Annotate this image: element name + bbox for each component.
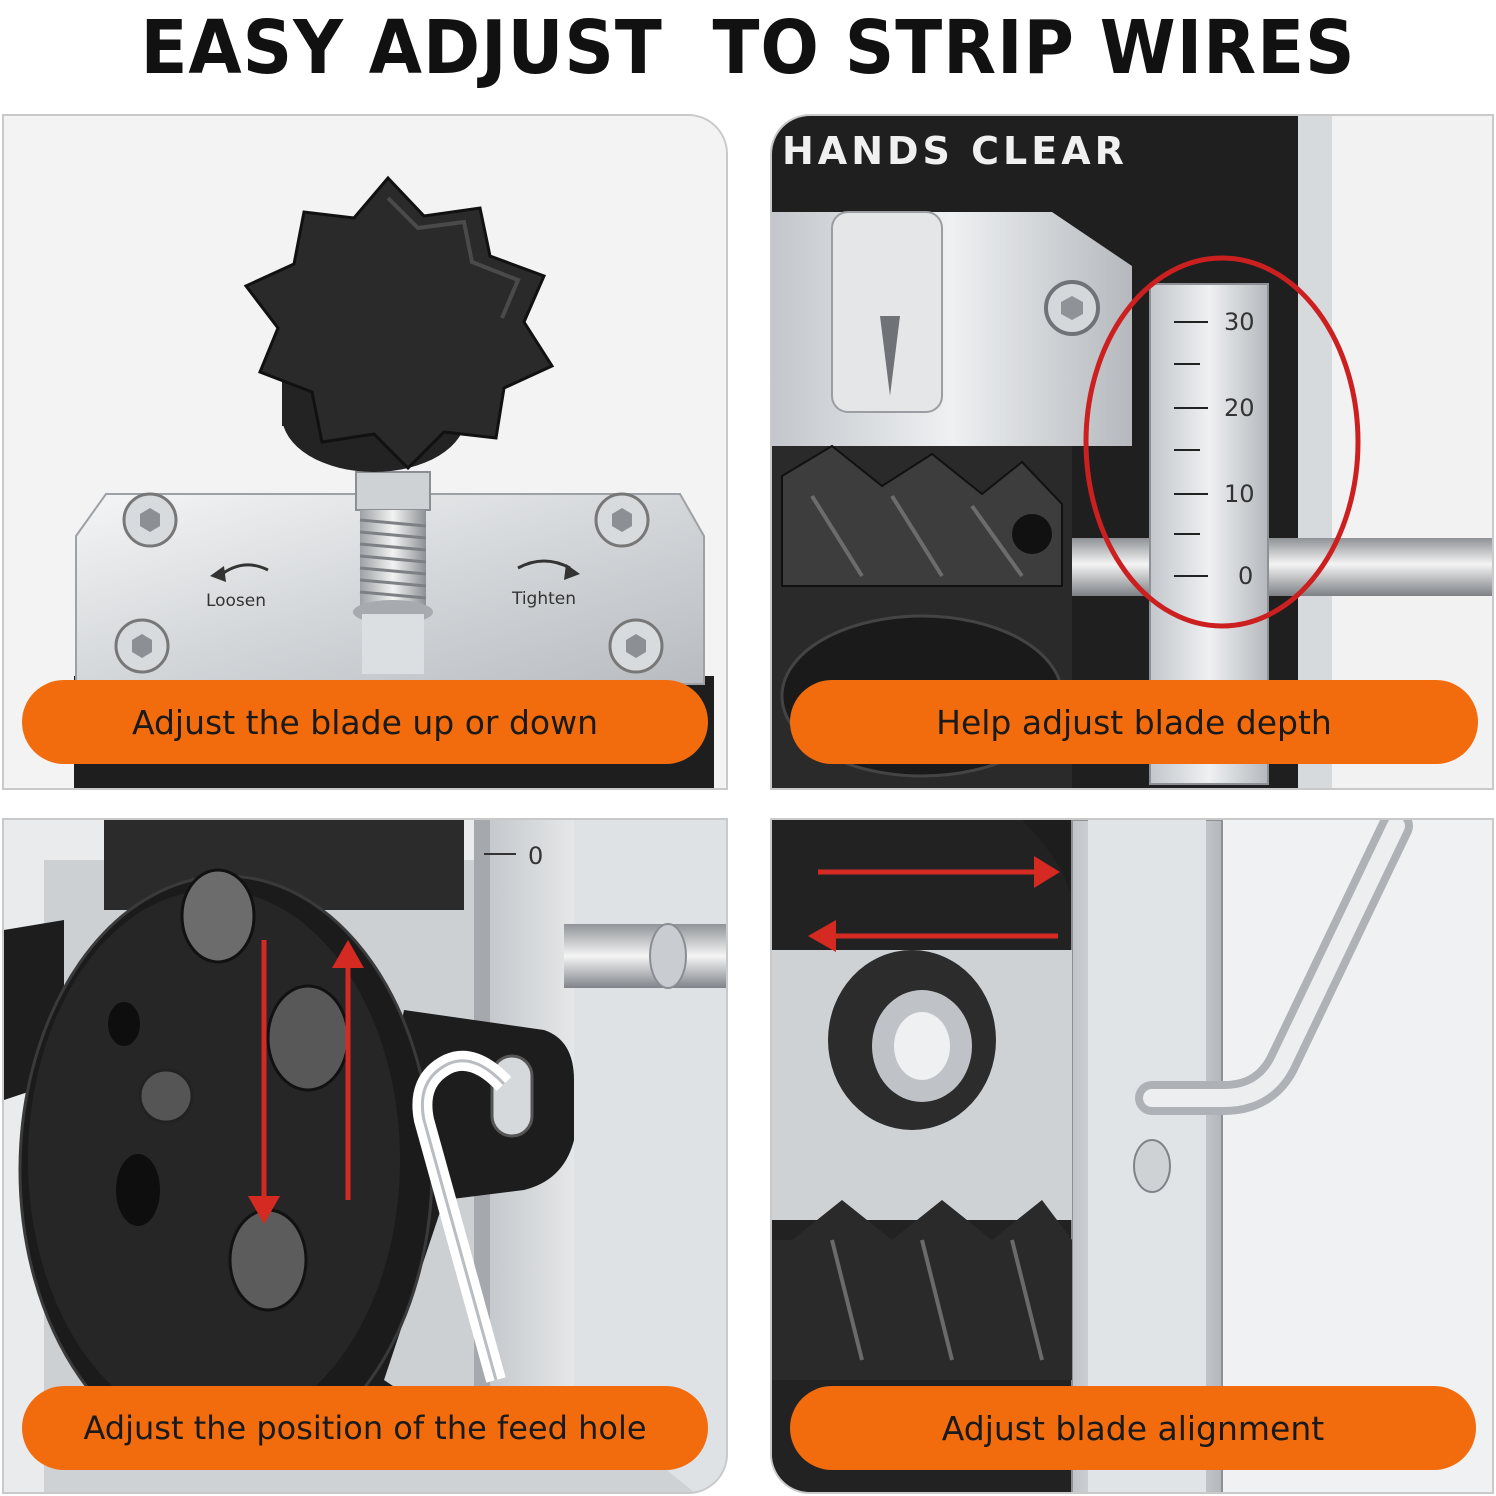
blade-alignment-illustration — [772, 820, 1492, 1492]
scale-label-30: 30 — [1224, 308, 1255, 336]
highlight-ring — [1083, 255, 1361, 629]
caption-pill: Adjust blade alignment — [790, 1386, 1476, 1470]
panel-depth-scale: HANDS CLEAR 30 20 — [770, 114, 1494, 790]
panel-feed-hole: 0 Adjust the position of the feed hole — [2, 818, 728, 1494]
scale-label-0: 0 — [528, 842, 543, 870]
caption-pill: Help adjust blade depth — [790, 680, 1478, 764]
scale-label-20: 20 — [1224, 394, 1255, 422]
tighten-label: Tighten — [511, 589, 576, 609]
panel-knob: Loosen Tighten Adjust the blade up or do… — [2, 114, 728, 790]
caption-pill: Adjust the blade up or down — [22, 680, 708, 764]
scale-label-10: 10 — [1224, 480, 1255, 508]
page-title: EASY ADJUST TO STRIP WIRES — [140, 5, 1356, 91]
hands-clear-label: HANDS CLEAR — [782, 129, 1128, 173]
caption-pill: Adjust the position of the feed hole — [22, 1386, 708, 1470]
scale-label-0: 0 — [1238, 562, 1253, 590]
loosen-label: Loosen — [206, 591, 266, 611]
panel-blade-alignment: Adjust blade alignment — [770, 818, 1494, 1494]
